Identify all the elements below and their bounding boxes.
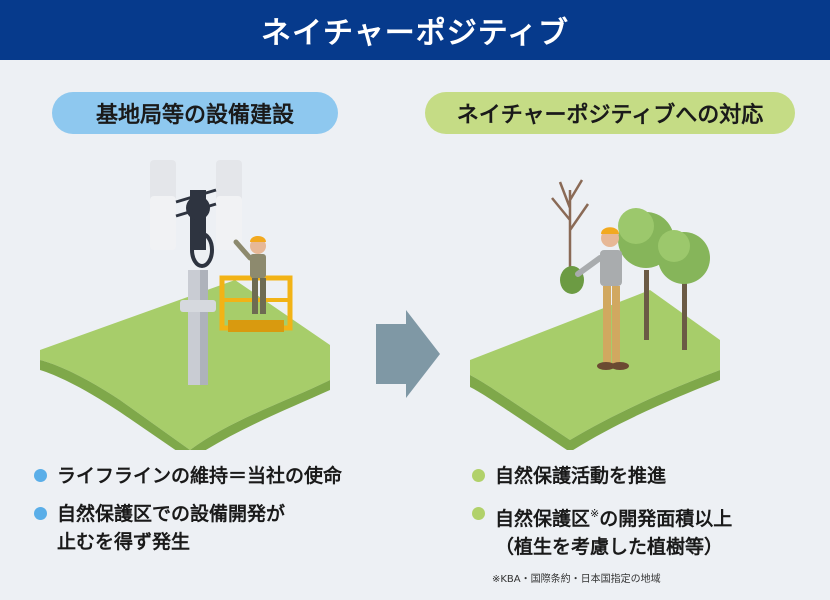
cell-tower-worker-icon [40, 160, 330, 450]
right-bullet-list: 自然保護活動を推進 自然保護区※の開発面積以上 （植生を考慮した植樹等） [472, 462, 812, 571]
list-item: 自然保護活動を推進 [472, 462, 812, 490]
bullet-dot-icon [472, 507, 485, 520]
arrow-right-icon [376, 310, 440, 398]
list-item: 自然保護区※の開発面積以上 （植生を考慮した植樹等） [472, 500, 812, 561]
page-title: ネイチャーポジティブ [261, 16, 569, 51]
bullet-text: 自然保護活動を推進 [495, 465, 667, 487]
bullet-text: 自然保護区※の開発面積以上 （植生を考慮した植樹等） [495, 507, 733, 558]
bullet-dot-icon [34, 507, 47, 520]
bullet-dot-icon [34, 469, 47, 482]
tree-planting-worker-icon [470, 179, 720, 450]
list-item: 自然保護区での設備開発が 止むを得ず発生 [34, 500, 364, 556]
left-section-label: 基地局等の設備建設 [52, 92, 338, 134]
bullet-text: 自然保護区での設備開発が 止むを得ず発生 [57, 503, 286, 553]
footnote: ※KBA・国際条約・日本国指定の地域 [492, 574, 661, 585]
bullet-dot-icon [472, 469, 485, 482]
right-section-label: ネイチャーポジティブへの対応 [425, 92, 795, 134]
header-banner: ネイチャーポジティブ [0, 0, 830, 60]
left-bullet-list: ライフラインの維持＝当社の使命 自然保護区での設備開発が 止むを得ず発生 [34, 462, 364, 566]
list-item: ライフラインの維持＝当社の使命 [34, 462, 364, 490]
bullet-text: ライフラインの維持＝当社の使命 [57, 465, 343, 487]
